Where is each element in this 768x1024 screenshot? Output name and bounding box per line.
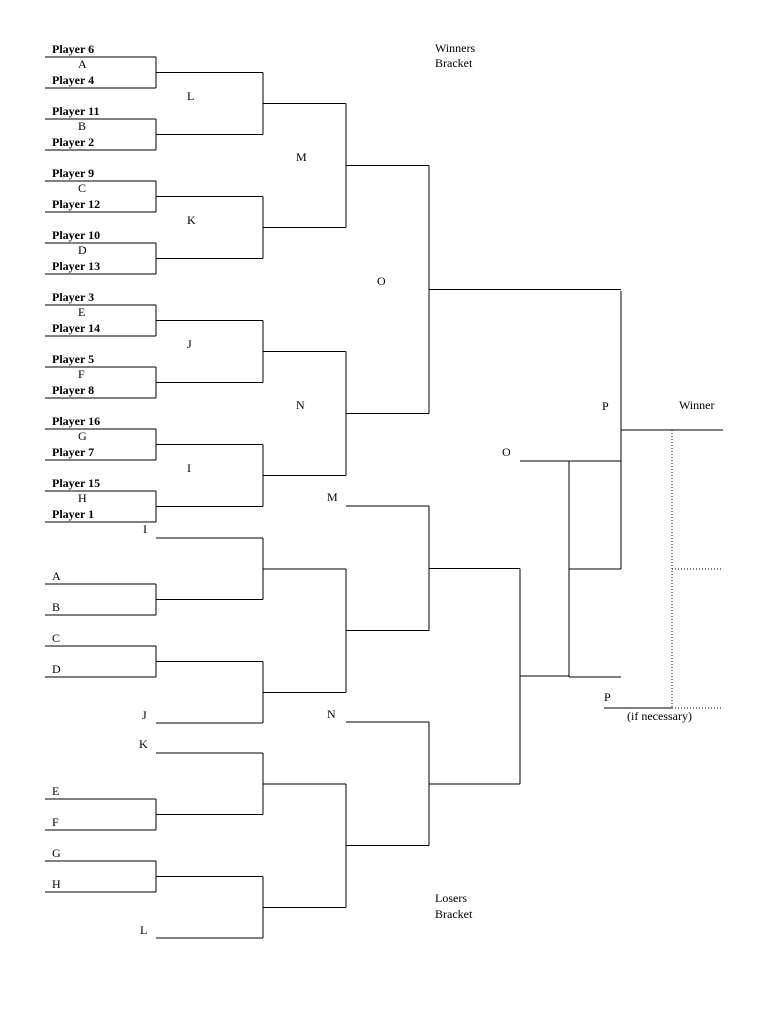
loser-slot-label: B [52, 600, 60, 614]
loser-slot-label: A [52, 569, 61, 583]
match-label: F [78, 367, 85, 381]
player-slot: Player 7 [52, 445, 94, 459]
match-label: D [78, 243, 87, 257]
loser-slot-label: J [142, 708, 147, 722]
player-slot: Player 5 [52, 352, 94, 366]
loser-slot-label: P [604, 690, 611, 704]
player-slot: Player 9 [52, 166, 94, 180]
losers-bracket-title-line2: Bracket [435, 907, 473, 921]
loser-slot-label: H [52, 877, 61, 891]
player-slot: Player 14 [52, 321, 100, 335]
loser-slot-label: E [52, 784, 59, 798]
if-necessary-label: (if necessary) [627, 709, 692, 723]
match-label: C [78, 181, 86, 195]
match-label: P [602, 399, 609, 413]
loser-slot-label: F [52, 815, 59, 829]
loser-slot-label: K [139, 737, 148, 751]
match-label: G [78, 429, 87, 443]
winner-label: Winner [679, 398, 715, 412]
player-slot: Player 11 [52, 104, 99, 118]
loser-slot-label: O [502, 445, 511, 459]
player-slot: Player 2 [52, 135, 94, 149]
match-label: M [296, 150, 307, 164]
match-label: I [187, 461, 191, 475]
match-label: L [187, 89, 194, 103]
winners-bracket-title: Winners [435, 41, 476, 55]
player-slot: Player 3 [52, 290, 94, 304]
match-label: J [187, 337, 192, 351]
player-slot: Player 4 [52, 73, 94, 87]
loser-slot-label: G [52, 846, 61, 860]
loser-slot-label: D [52, 662, 61, 676]
match-label: H [78, 491, 87, 505]
losers-bracket-title: Losers [435, 891, 467, 905]
loser-slot-label: N [327, 707, 336, 721]
player-slot: Player 13 [52, 259, 100, 273]
bracket-lines [45, 56, 723, 939]
match-label: O [377, 274, 386, 288]
match-label: E [78, 305, 85, 319]
loser-slot-label: C [52, 631, 60, 645]
match-label: N [296, 398, 305, 412]
match-label: K [187, 213, 196, 227]
player-slot: Player 6 [52, 42, 94, 56]
player-slot: Player 10 [52, 228, 100, 242]
loser-slot-label: L [140, 923, 147, 937]
player-slot: Player 1 [52, 507, 94, 521]
winners-bracket-title-line2: Bracket [435, 56, 473, 70]
match-label: B [78, 119, 86, 133]
player-slot: Player 12 [52, 197, 100, 211]
match-label: A [78, 57, 87, 71]
loser-slot-label: M [327, 490, 338, 504]
player-slot: Player 8 [52, 383, 94, 397]
player-slot: Player 15 [52, 476, 100, 490]
loser-slot-label: I [143, 522, 147, 536]
player-slot: Player 16 [52, 414, 100, 428]
